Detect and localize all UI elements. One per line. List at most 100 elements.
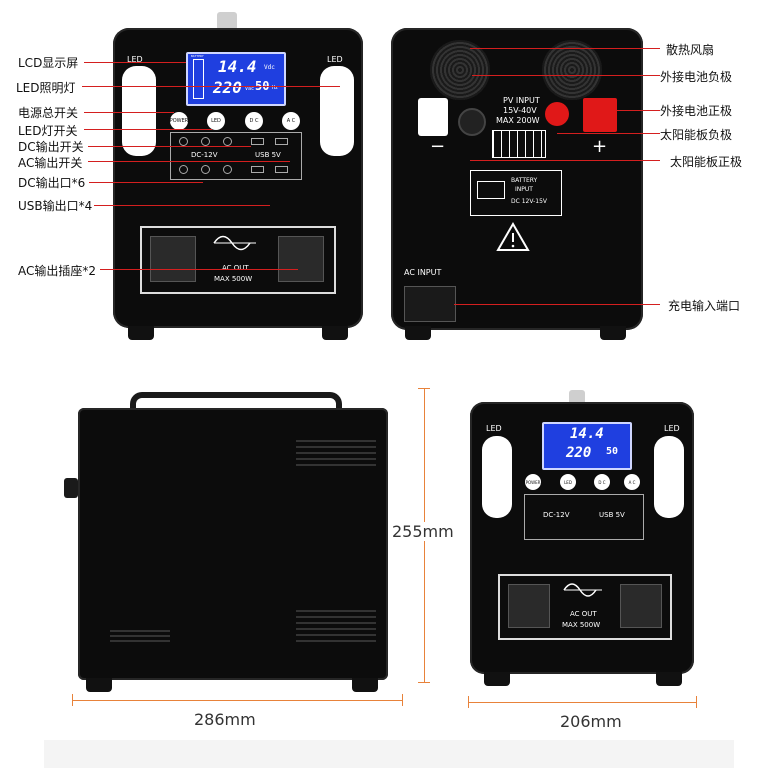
cooling-fan-left bbox=[430, 40, 490, 100]
leader-line bbox=[94, 205, 270, 206]
small-led-light-right bbox=[654, 436, 684, 518]
dc-12v-label: DC-12V bbox=[191, 151, 218, 159]
width-tick-left bbox=[468, 696, 469, 708]
height-tick-bottom bbox=[418, 682, 430, 683]
small-dc-button[interactable]: D C bbox=[594, 474, 610, 490]
side-foot-right bbox=[352, 678, 378, 692]
pv-input-label: PV INPUT bbox=[503, 96, 540, 105]
small-lcd-voltage-ac: 220 bbox=[566, 445, 592, 461]
solar-panel-icon bbox=[492, 130, 546, 158]
small-led-light-left bbox=[482, 436, 512, 518]
warning-icon bbox=[496, 222, 530, 251]
ac-input-port[interactable] bbox=[404, 286, 456, 322]
small-power-button[interactable]: POWER bbox=[525, 474, 541, 490]
ac-outlet-panel: AC OUT MAX 500W bbox=[140, 226, 336, 294]
minus-sign-left: − bbox=[430, 136, 446, 157]
height-dimension: 255mm bbox=[392, 522, 454, 541]
usb-port bbox=[275, 166, 288, 173]
battery-icon bbox=[477, 181, 505, 199]
small-lcd-voltage-dc: 14.4 bbox=[570, 426, 604, 442]
small-led-label-left: LED bbox=[486, 424, 502, 433]
carry-handle[interactable] bbox=[130, 392, 342, 418]
leader-line bbox=[470, 48, 660, 49]
power-button[interactable]: POWER bbox=[170, 112, 188, 130]
usb-5v-label: USB 5V bbox=[255, 151, 281, 159]
battery-input-box: BATTERY INPUT DC 12V-15V bbox=[470, 170, 562, 216]
leader-line bbox=[88, 146, 251, 147]
label-cooling-fan: 散热风扇 bbox=[666, 43, 715, 57]
dc-port bbox=[201, 165, 210, 174]
leader-line bbox=[557, 133, 660, 134]
small-lcd-frequency: 50 bbox=[606, 446, 619, 457]
label-dc-output: DC输出口*6 bbox=[18, 176, 86, 190]
dc-usb-panel: DC-12V USB 5V bbox=[170, 132, 302, 180]
bottom-divider bbox=[44, 740, 734, 768]
battery-negative-terminal[interactable] bbox=[545, 102, 569, 126]
dc-port bbox=[179, 165, 188, 174]
leader-line bbox=[84, 129, 212, 130]
small-ac-max-label: MAX 500W bbox=[562, 621, 601, 629]
side-foot-left bbox=[86, 678, 112, 692]
label-ac-outlet: AC输出插座*2 bbox=[18, 264, 97, 278]
rear-switch[interactable] bbox=[418, 98, 448, 136]
lcd-voltage-dc-unit: Vdc bbox=[264, 64, 275, 71]
ac-max-label: MAX 500W bbox=[214, 275, 253, 283]
pv-max-label: MAX 200W bbox=[496, 116, 540, 125]
ac-socket-left bbox=[150, 236, 196, 282]
lcd-battery-icon bbox=[193, 59, 204, 99]
small-dc-12v-label: DC-12V bbox=[543, 511, 570, 519]
small-socket-left bbox=[508, 584, 550, 628]
top-handle-front bbox=[217, 12, 237, 30]
led-label-left: LED bbox=[127, 55, 143, 64]
plus-sign-right: + bbox=[592, 136, 608, 157]
battery-input-label-2: INPUT bbox=[515, 186, 533, 193]
usb-port bbox=[251, 138, 264, 145]
small-led-button[interactable]: LED bbox=[560, 474, 576, 490]
length-dimension-line bbox=[72, 700, 402, 701]
width-dimension-line bbox=[468, 702, 696, 703]
ac-out-label: AC OUT bbox=[222, 264, 249, 272]
dc-switch-button[interactable]: D C bbox=[245, 112, 263, 130]
label-power-switch: 电源总开关 bbox=[18, 106, 79, 120]
small-led-label-right: LED bbox=[664, 424, 680, 433]
lcd-screen: BATTERY 14.4 Vdc 220 Vac 50 Hz bbox=[186, 52, 286, 106]
leader-line bbox=[470, 160, 660, 161]
ac-switch-button[interactable]: A C bbox=[282, 112, 300, 130]
front-foot-left bbox=[128, 326, 154, 340]
label-battery-positive: 外接电池正极 bbox=[660, 104, 733, 118]
small-ac-button[interactable]: A C bbox=[624, 474, 640, 490]
small-foot-right bbox=[656, 672, 682, 686]
lcd-voltage-ac-unit: Vac bbox=[245, 86, 255, 92]
label-dc-switch: DC输出开关 bbox=[18, 140, 84, 154]
leader-line bbox=[100, 269, 298, 270]
ac-socket-right bbox=[278, 236, 324, 282]
front-foot-right bbox=[322, 326, 348, 340]
label-usb-output: USB输出口*4 bbox=[18, 199, 93, 213]
battery-input-label-1: BATTERY bbox=[511, 177, 538, 184]
lcd-voltage-ac: 220 bbox=[213, 78, 242, 97]
dc-port bbox=[223, 165, 232, 174]
vent-grille-top bbox=[296, 440, 376, 470]
pv-range-label: 15V-40V bbox=[503, 106, 537, 115]
leader-line bbox=[472, 75, 660, 76]
length-dimension: 286mm bbox=[194, 710, 256, 729]
led-label-right: LED bbox=[327, 55, 343, 64]
usb-port bbox=[275, 138, 288, 145]
label-solar-negative: 太阳能板负极 bbox=[660, 128, 733, 142]
usb-port bbox=[251, 166, 264, 173]
led-switch-button[interactable]: LED bbox=[207, 112, 225, 130]
sine-wave-icon bbox=[213, 235, 256, 251]
ac-input-label: AC INPUT bbox=[404, 268, 442, 277]
label-lcd: LCD显示屏 bbox=[18, 56, 79, 70]
rear-foot-left bbox=[405, 326, 431, 340]
small-ac-out-label: AC OUT bbox=[570, 610, 597, 618]
pv-input-port[interactable] bbox=[458, 108, 486, 136]
rear-foot-right bbox=[600, 326, 626, 340]
label-battery-negative: 外接电池负极 bbox=[660, 70, 733, 84]
vent-grille-bottom-right bbox=[296, 610, 376, 646]
leader-line bbox=[84, 112, 174, 113]
battery-positive-terminal[interactable] bbox=[583, 98, 617, 132]
label-led-light: LED照明灯 bbox=[16, 81, 76, 95]
width-dimension: 206mm bbox=[560, 712, 622, 731]
label-solar-positive: 太阳能板正极 bbox=[670, 155, 743, 169]
